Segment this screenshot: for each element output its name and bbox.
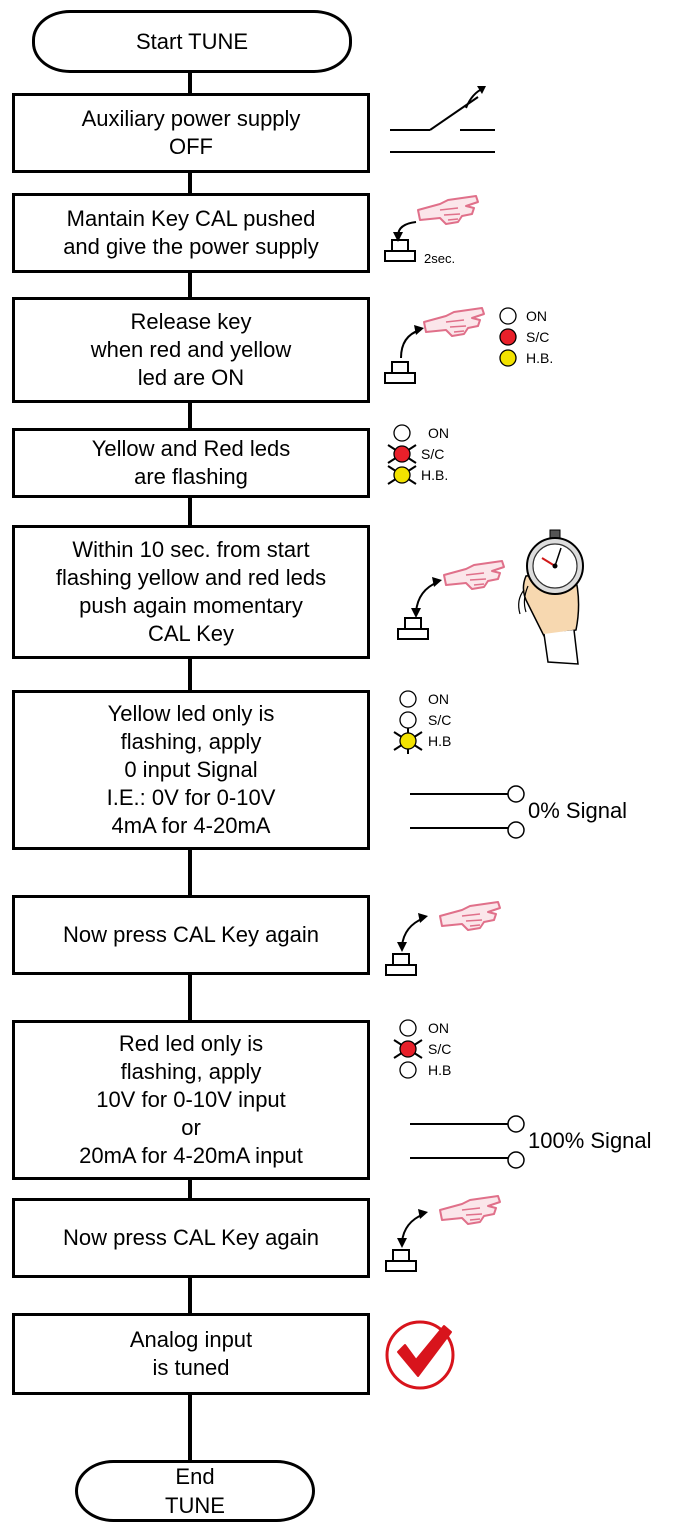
press-arrow-icon [393,221,417,242]
step-line: 10V for 0-10V input [96,1087,286,1112]
step-5-box: Within 10 sec. from start flashing yello… [12,525,370,659]
step-7-box: Now press CAL Key again [12,895,370,975]
end-label-line1: End [175,1464,215,1489]
step-line: Yellow and Red leds [91,436,291,461]
led-on-label: ON [428,425,449,441]
led-panel-step3 [499,307,517,367]
pushbutton-icon [385,953,417,976]
step-line: I.E.: 0V for 0-10V [106,785,276,810]
led-on-label: ON [428,691,449,707]
step-line: are flashing [134,464,248,489]
pushbutton-icon [385,1249,417,1272]
pointing-hand-icon [439,901,501,931]
hold-time-label: 2sec. [424,251,456,266]
signal-zero-terminals [410,785,525,839]
led-sc-label: S/C [428,1041,452,1057]
led-hb-label: H.B. [526,350,554,366]
check-mark-icon [385,1320,455,1390]
step-line: 0 input Signal [124,757,258,782]
end-terminal: End TUNE [75,1460,315,1522]
pointing-hand-icon [443,560,505,590]
double-arrow-icon [397,1209,428,1248]
led-hb-flashing-icon [393,728,423,754]
step-8-box: Red led only is flashing, apply 10V for … [12,1020,370,1180]
step-line: Now press CAL Key again [63,922,319,947]
led-sc-icon [399,711,417,729]
step-line: is tuned [152,1355,230,1380]
step-line: OFF [169,134,213,159]
led-sc-icon [499,328,517,346]
led-on-icon [399,690,417,708]
step-line: led are ON [137,365,245,390]
pointing-hand-icon [417,195,479,225]
step-2-box: Mantain Key CAL pushed and give the powe… [12,193,370,273]
step-line: flashing yellow and red leds [55,565,327,590]
double-arrow-icon [411,577,442,618]
led-on-label: ON [428,1020,449,1036]
led-hb-label: H.B [428,1062,452,1078]
led-on-label: ON [526,308,547,324]
step-line: Yellow led only is [107,701,275,726]
step-line: Now press CAL Key again [63,1225,319,1250]
pushbutton-icon [397,617,429,640]
led-sc-label: S/C [421,446,445,462]
led-on-icon [499,307,517,325]
step-line: Analog input [129,1327,253,1352]
step-line: 20mA for 4-20mA input [79,1143,303,1168]
step-line: and give the power supply [63,234,319,259]
signal-full-terminals [410,1115,525,1169]
pointing-hand-icon [439,1195,501,1225]
led-hb-flashing-icon [387,465,417,485]
step-line: Release key [130,309,252,334]
signal-zero-label: 0% Signal [528,798,628,823]
stopwatch-hand-icon [518,529,584,665]
led-sc-flashing-icon [387,444,417,464]
led-on-icon [393,424,411,442]
step-10-box: Analog input is tuned [12,1313,370,1395]
step-line: when red and yellow [90,337,292,362]
step-line: Red led only is [118,1031,264,1056]
step-line: Mantain Key CAL pushed [66,206,316,231]
step-line: Auxiliary power supply [81,106,301,131]
step-line: flashing, apply [120,729,262,754]
pushbutton-icon [384,239,416,262]
step-1-box: Auxiliary power supply OFF [12,93,370,173]
led-hb-icon [499,349,517,367]
step-line: CAL Key [147,621,234,646]
step-6-box: Yellow led only is flashing, apply 0 inp… [12,690,370,850]
pushbutton-icon [384,361,416,384]
signal-full-label: 100% Signal [528,1128,652,1153]
pointing-hand-icon [423,307,485,337]
release-arrow-icon [400,325,424,359]
led-hb-icon [399,1061,417,1079]
led-hb-label: H.B [428,733,452,749]
step-3-box: Release key when red and yellow led are … [12,297,370,403]
step-line: push again momentary [79,593,303,618]
switch-open-icon [390,86,495,153]
start-terminal: Start TUNE [32,10,352,73]
end-label-line2: TUNE [165,1493,225,1518]
led-on-icon [399,1019,417,1037]
step-line: or [181,1115,201,1140]
led-hb-label: H.B. [421,467,449,483]
start-label: Start TUNE [135,29,249,54]
led-panel-step4 [387,424,417,485]
step-line: Within 10 sec. from start [72,537,310,562]
step-line: flashing, apply [120,1059,262,1084]
led-sc-label: S/C [428,712,452,728]
step-9-box: Now press CAL Key again [12,1198,370,1278]
double-arrow-icon [397,913,428,952]
step-4-box: Yellow and Red leds are flashing [12,428,370,498]
led-panel-step6 [393,690,423,754]
led-sc-label: S/C [526,329,550,345]
step-line: 4mA for 4-20mA [111,813,271,838]
led-sc-flashing-icon [393,1039,423,1059]
led-panel-step8 [393,1019,423,1079]
